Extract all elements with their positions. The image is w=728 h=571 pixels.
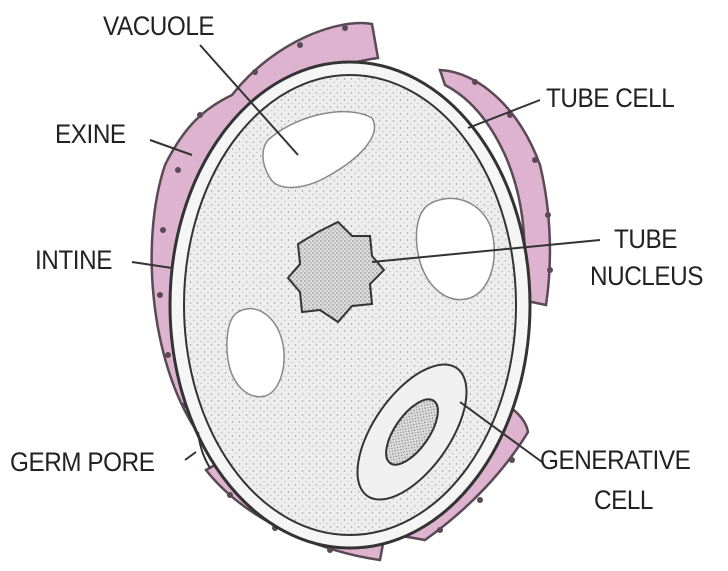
label-germ-pore: GERM PORE <box>10 448 154 476</box>
germ-pore-leader <box>185 452 196 460</box>
label-exine: EXINE <box>55 120 126 148</box>
label-intine: INTINE <box>35 246 112 274</box>
label-generative-2: CELL <box>594 486 653 514</box>
label-tube-nucleus-2: NUCLEUS <box>590 262 703 290</box>
label-tube-cell: TUBE CELL <box>546 84 674 112</box>
label-tube-nucleus-1: TUBE <box>614 225 677 253</box>
label-generative-1: GENERATIVE <box>540 446 690 474</box>
label-vacuole: VACUOLE <box>103 12 214 40</box>
